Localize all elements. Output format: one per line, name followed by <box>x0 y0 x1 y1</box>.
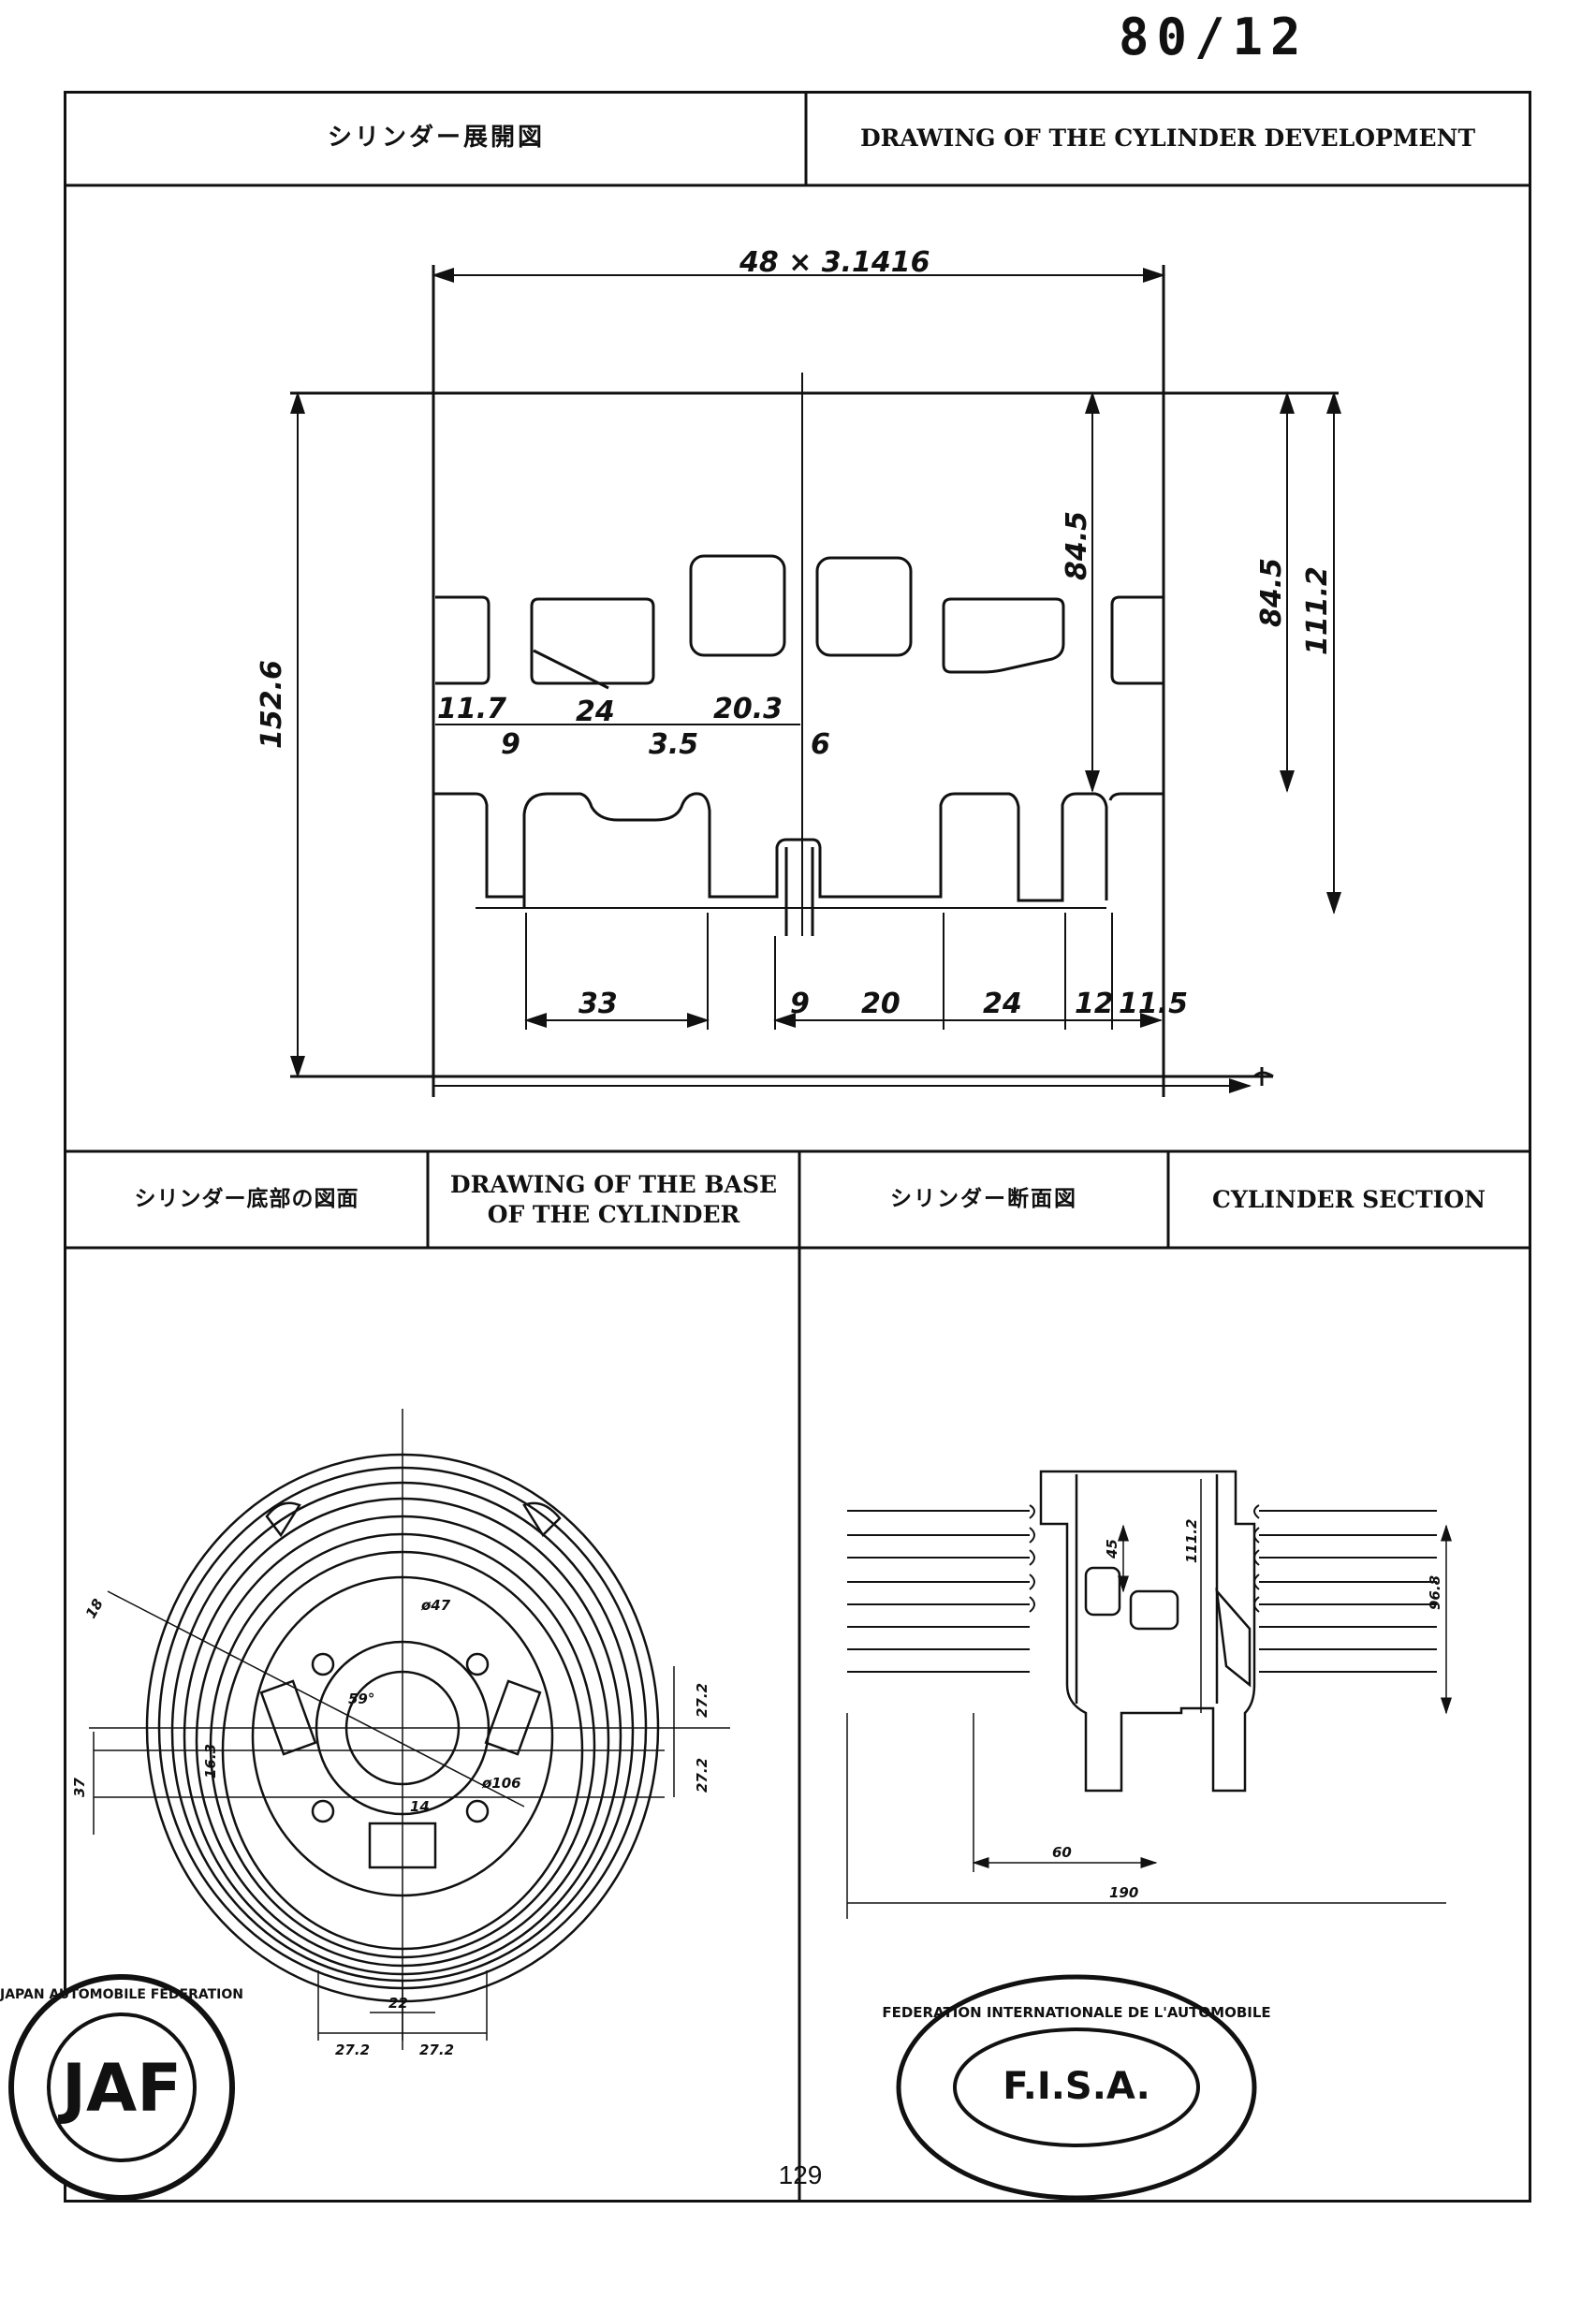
section-dim-3: 96.8 <box>1427 1575 1443 1610</box>
jaf-monogram: JAF <box>58 2050 182 2127</box>
dim-lower-4: 24 <box>983 988 1022 1020</box>
dim-lower-3: 20 <box>861 988 900 1020</box>
section-dimension-labels: 45 111.2 96.8 60 190 <box>1052 1519 1443 1901</box>
dim-lower-2: 9 <box>790 988 810 1020</box>
base-dim-4: 16.3 <box>202 1744 219 1778</box>
dim-port-height-a: 84.5 <box>1061 511 1093 580</box>
fisa-stamp: F.I.S.A. FEDERATION INTERNATIONALE DE L'… <box>882 1974 1271 2201</box>
drawing-frame <box>64 91 1531 2203</box>
dim-upper-4: 9 <box>501 728 520 761</box>
cylinder-development-drawing <box>290 265 1341 1097</box>
dim-total-height: 152.6 <box>256 660 288 749</box>
cylinder-section-drawing <box>846 1470 1452 1919</box>
base-dim-9: 14 <box>410 1798 430 1815</box>
development-dimension-labels: 48 × 3.1416 152.6 84.5 84.5 111.2 11.7 2… <box>256 246 1334 1020</box>
section-title-jp: シリンダー断面図 <box>890 1187 1077 1212</box>
base-dim-2: ø47 <box>420 1597 451 1614</box>
fisa-center: F.I.S.A. <box>1003 2065 1150 2108</box>
base-dim-12: 27.2 <box>419 2042 454 2058</box>
dim-upper-5: 3.5 <box>649 728 698 761</box>
base-dim-5: 37 <box>71 1778 88 1797</box>
dim-port-height-c: 111.2 <box>1301 566 1334 655</box>
dim-upper-2: 24 <box>576 695 615 728</box>
base-dim-11: 27.2 <box>335 2042 370 2058</box>
top-title-jp: シリンダー展開図 <box>327 124 545 153</box>
base-dim-1: 18 <box>82 1596 107 1621</box>
dim-upper-6: 6 <box>811 728 830 761</box>
base-dim-3: 59° <box>348 1691 374 1707</box>
jaf-ring-text: JAPAN AUTOMOBILE FEDERATION <box>0 1987 243 2002</box>
base-title-en: DRAWING OF THE BASE OF THE CYLINDER <box>449 1170 778 1229</box>
base-dim-8: ø106 <box>481 1775 521 1792</box>
dim-upper-1: 11.7 <box>437 693 506 725</box>
dim-lower-5: 12 <box>1075 988 1114 1020</box>
base-dim-7: 27.2 <box>694 1758 710 1793</box>
top-title-en: DRAWING OF THE CYLINDER DEVELOPMENT <box>859 124 1476 152</box>
section-dim-2: 111.2 <box>1183 1519 1200 1563</box>
dim-lower-1: 33 <box>578 988 618 1020</box>
base-dim-10: 22 <box>388 1995 408 2012</box>
sheet-number: 80/12 <box>1119 7 1309 66</box>
fisa-ring-text: FEDERATION INTERNATIONALE DE L'AUTOMOBIL… <box>882 2004 1270 2021</box>
dim-upper-3: 20.3 <box>713 693 783 725</box>
cylinder-base-drawing <box>89 1409 730 2050</box>
base-dim-6: 27.2 <box>694 1683 710 1718</box>
base-title-jp: シリンダー底部の図面 <box>134 1187 359 1212</box>
jaf-stamp: JAF JAPAN AUTOMOBILE FEDERATION <box>0 1974 243 2201</box>
base-dimension-labels: 18 ø47 59° 16.3 37 27.2 27.2 ø106 14 22 … <box>71 1596 710 2058</box>
section-dim-1: 45 <box>1104 1539 1120 1559</box>
section-title-en: CYLINDER SECTION <box>1211 1185 1486 1213</box>
page-number: 129 <box>778 2160 823 2189</box>
dim-circumference: 48 × 3.1416 <box>739 246 930 279</box>
dim-lower-6: 11.5 <box>1119 988 1188 1020</box>
section-dim-5: 190 <box>1109 1884 1138 1901</box>
section-dim-4: 60 <box>1052 1844 1072 1861</box>
dim-port-height-b: 84.5 <box>1255 558 1288 627</box>
